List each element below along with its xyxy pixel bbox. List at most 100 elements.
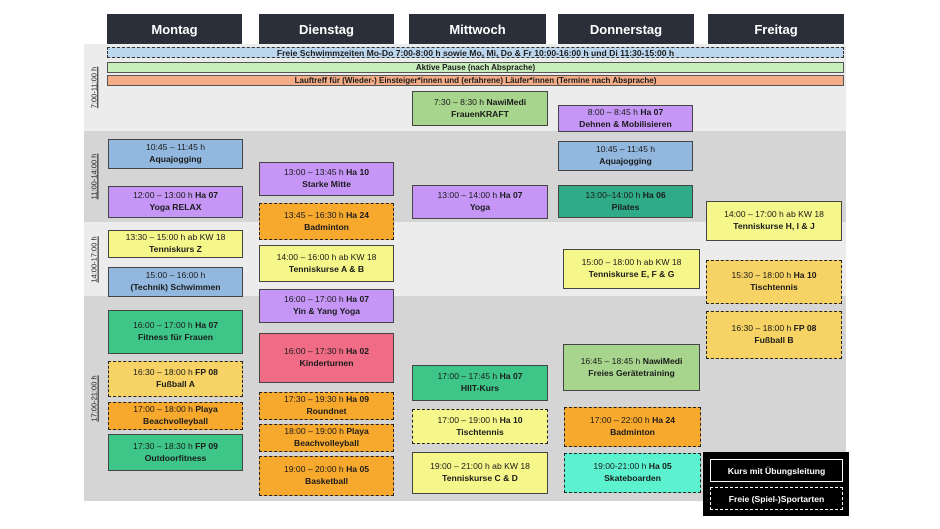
- course-time: 16:00 – 17:00 h Ha 07: [132, 320, 219, 331]
- course-time: 13:45 – 16:30 h Ha 24: [283, 209, 370, 220]
- course-time: 16:00 – 17:00 h Ha 07: [283, 294, 370, 305]
- course-time: 17:00 – 17:45 h Ha 07: [437, 371, 523, 382]
- course-time: 10:45 – 11:45 h: [595, 144, 656, 155]
- course-card[interactable]: 13:00 – 14:00 h Ha 07 Yoga: [412, 185, 548, 219]
- course-name: Fitness für Frauen: [138, 332, 213, 342]
- course-card[interactable]: 13:00–14:00 h Ha 06 Pilates: [558, 185, 693, 218]
- course-name: Pilates: [611, 201, 640, 212]
- course-time: 8:00 – 8:45 h Ha 07: [587, 106, 664, 117]
- course-time: 13:30 – 15:00 h ab KW 18: [125, 232, 226, 243]
- course-card[interactable]: 16:00 – 17:00 h Ha 07 Yin & Yang Yoga: [259, 289, 394, 323]
- course-time: 16:00 – 17:30 h Ha 02: [283, 346, 370, 357]
- day-header-tuesday: Dienstag: [259, 14, 394, 44]
- course-time: 17:00 – 19:00 h Ha 10: [437, 414, 523, 425]
- course-name: FrauenKRAFT: [451, 108, 509, 119]
- course-name: Tenniskurs Z: [149, 244, 202, 254]
- timeslot-label: 11:00-14:00 h: [89, 153, 99, 200]
- course-card[interactable]: 16:30 – 18:00 h FP 08 Fußball B: [706, 311, 842, 359]
- course-time: 17:00 – 18:00 h Playa: [133, 404, 218, 415]
- legend-guided-course: Kurs mit Übungsleitung: [710, 459, 843, 482]
- course-card[interactable]: 17:00 – 19:00 h Ha 10 Tischtennis: [412, 409, 548, 444]
- course-name: Beachvolleyball: [294, 438, 359, 448]
- course-card[interactable]: 16:00 – 17:30 h Ha 02 Kinderturnen: [259, 333, 394, 383]
- course-name: Kinderturnen: [299, 358, 354, 368]
- course-name: Tenniskurse A & B: [288, 263, 365, 274]
- course-time: 13:00 – 13:45 h Ha 10: [283, 167, 370, 178]
- course-card[interactable]: 14:00 – 16:00 h ab KW 18 Tenniskurse A &…: [259, 245, 394, 282]
- course-name: Tenniskurse E, F & G: [588, 269, 675, 279]
- course-time: 15:00 – 18:00 h ab KW 18: [581, 257, 682, 268]
- course-card[interactable]: 13:00 – 13:45 h Ha 10 Starke Mitte: [259, 162, 394, 196]
- course-time: 16:45 – 18:45 h NawiMedi: [580, 355, 683, 366]
- course-name: Aquajogging: [599, 156, 652, 166]
- course-name: Basketball: [305, 476, 348, 486]
- course-time: 19:00 – 20:00 h Ha 05: [283, 464, 370, 475]
- course-name: Yoga RELAX: [149, 202, 202, 212]
- course-card[interactable]: 17:00 – 22:00 h Ha 24 Badminton: [564, 407, 701, 447]
- course-time: 14:00 – 16:00 h ab KW 18: [276, 251, 377, 262]
- course-card[interactable]: 15:00 – 16:00 h (Technik) Schwimmen: [108, 267, 243, 297]
- course-name: Dehnen & Mobilisieren: [579, 118, 672, 129]
- free-swim-banner: Freie Schwimmzeiten Mo-Do 7:00-8:00 h so…: [107, 47, 844, 58]
- day-header-thursday: Donnerstag: [558, 14, 694, 44]
- legend: Kurs mit Übungsleitung Freie (Spiel-)Spo…: [703, 452, 849, 516]
- course-card[interactable]: 19:00-21:00 h Ha 05 Skateboarden: [564, 453, 701, 493]
- course-card[interactable]: 17:30 – 19:30 h Ha 09 Roundnet: [259, 392, 394, 420]
- course-card[interactable]: 10:45 – 11:45 h Aquajogging: [108, 139, 243, 169]
- course-card[interactable]: 16:00 – 17:00 h Ha 07 Fitness für Frauen: [108, 310, 243, 354]
- course-name: Tischtennis: [456, 426, 504, 437]
- course-name: Fußball B: [754, 335, 794, 345]
- course-time: 17:00 – 22:00 h Ha 24: [589, 415, 676, 426]
- course-time: 13:00–14:00 h Ha 06: [585, 189, 666, 200]
- course-name: Yoga: [469, 202, 491, 212]
- course-card[interactable]: 15:00 – 18:00 h ab KW 18 Tenniskurse E, …: [563, 249, 700, 289]
- course-name: Tischtennis: [750, 282, 798, 292]
- course-card[interactable]: 16:30 – 18:00 h FP 08 Fußball A: [108, 361, 243, 397]
- course-name: Badminton: [610, 427, 655, 437]
- course-card[interactable]: 7:30 – 8:30 h NawiMedi FrauenKRAFT: [412, 91, 548, 126]
- course-time: 14:00 – 17:00 h ab KW 18: [724, 209, 824, 220]
- course-time: 10:45 – 11:45 h: [145, 142, 206, 153]
- timeslot-label: 17:00-21:00 h: [89, 375, 99, 422]
- course-name: Beachvolleyball: [143, 416, 208, 426]
- course-name: Badminton: [304, 221, 349, 232]
- course-time: 12:00 – 13:00 h Ha 07: [132, 190, 219, 201]
- course-card[interactable]: 13:45 – 16:30 h Ha 24 Badminton: [259, 203, 394, 240]
- day-header-monday: Montag: [107, 14, 242, 44]
- course-time: 19:00 – 21:00 h ab KW 18: [430, 461, 530, 472]
- course-name: Fußball A: [156, 379, 195, 389]
- timeslot-label: 14:00-17:00 h: [89, 235, 99, 283]
- course-card[interactable]: 16:45 – 18:45 h NawiMedi Freies Gerätetr…: [563, 344, 700, 391]
- course-card[interactable]: 17:00 – 18:00 h Playa Beachvolleyball: [108, 402, 243, 430]
- course-name: HIIT-Kurs: [460, 383, 500, 393]
- course-time: 16:30 – 18:00 h FP 08: [731, 323, 817, 334]
- course-name: Starke Mitte: [302, 179, 351, 189]
- course-name: (Technik) Schwimmen: [130, 282, 221, 292]
- course-name: Outdoorfitness: [144, 452, 207, 463]
- timeslot-label: 7:00-11:00 h: [89, 66, 99, 109]
- course-card[interactable]: 17:00 – 17:45 h Ha 07 HIIT-Kurs: [412, 365, 548, 401]
- course-time: 15:00 – 16:00 h: [145, 270, 206, 281]
- course-card[interactable]: 17:30 – 18:30 h FP 09 Outdoorfitness: [108, 434, 243, 471]
- course-name: Roundnet: [306, 406, 347, 416]
- course-name: Skateboarden: [604, 473, 661, 483]
- active-break-banner: Aktive Pause (nach Absprache): [107, 62, 844, 73]
- course-card[interactable]: 13:30 – 15:00 h ab KW 18 Tenniskurs Z: [108, 230, 243, 258]
- course-card[interactable]: 19:00 – 20:00 h Ha 05 Basketball: [259, 456, 394, 496]
- course-name: Tenniskurse H, I & J: [733, 221, 815, 231]
- course-card[interactable]: 19:00 – 21:00 h ab KW 18 Tenniskurse C &…: [412, 452, 548, 494]
- course-card[interactable]: 12:00 – 13:00 h Ha 07 Yoga RELAX: [108, 186, 243, 218]
- course-card[interactable]: 14:00 – 17:00 h ab KW 18 Tenniskurse H, …: [706, 201, 842, 241]
- course-time: 16:30 – 18:00 h FP 08: [133, 367, 218, 378]
- course-card[interactable]: 8:00 – 8:45 h Ha 07 Dehnen & Mobilisiere…: [558, 105, 693, 132]
- course-time: 13:00 – 14:00 h Ha 07: [437, 190, 523, 201]
- course-name: Freies Gerätetraining: [588, 367, 675, 378]
- course-card[interactable]: 18:00 – 19:00 h Playa Beachvolleyball: [259, 424, 394, 452]
- course-name: Tenniskurse C & D: [442, 473, 518, 483]
- course-card[interactable]: 15:30 – 18:00 h Ha 10 Tischtennis: [706, 260, 842, 304]
- day-header-wednesday: Mittwoch: [409, 14, 546, 44]
- course-name: Yin & Yang Yoga: [292, 306, 361, 316]
- course-time: 7:30 – 8:30 h NawiMedi: [433, 96, 527, 107]
- course-name: Aquajogging: [149, 154, 202, 164]
- course-card[interactable]: 10:45 – 11:45 h Aquajogging: [558, 141, 693, 171]
